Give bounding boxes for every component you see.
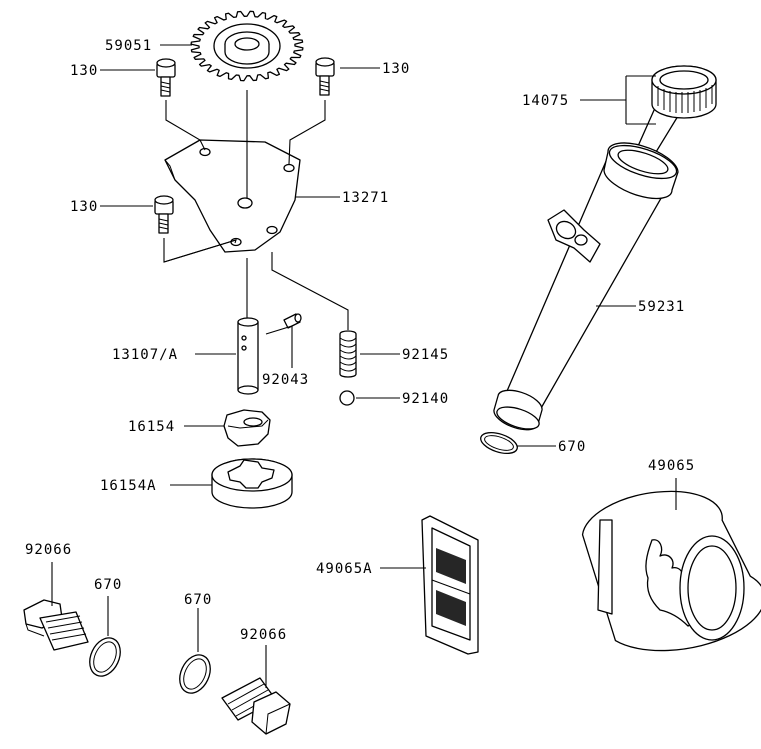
tube-oring-part bbox=[480, 431, 518, 455]
label-spring: 92145 bbox=[402, 347, 449, 363]
plate-part bbox=[164, 139, 301, 253]
leader-lines bbox=[51, 44, 677, 688]
oil-filter-part bbox=[581, 490, 761, 652]
oring-left-part bbox=[89, 637, 121, 677]
gear-part bbox=[190, 10, 304, 82]
label-tube-oring: 670 bbox=[558, 439, 586, 455]
ball-part bbox=[339, 390, 355, 406]
label-tube: 59231 bbox=[638, 299, 685, 315]
label-oring-mid: 670 bbox=[184, 592, 212, 608]
label-plug-mid: 92066 bbox=[240, 627, 287, 643]
label-screen: 49065A bbox=[316, 561, 373, 577]
label-ball: 92140 bbox=[402, 391, 449, 407]
label-shaft: 13107/A bbox=[112, 347, 178, 363]
label-filter: 49065 bbox=[648, 458, 695, 474]
label-rotor-inner: 16154 bbox=[128, 419, 175, 435]
label-rotor-outer: 16154A bbox=[100, 478, 157, 494]
shaft-part bbox=[237, 317, 259, 395]
label-plate: 13271 bbox=[342, 190, 389, 206]
spring-part bbox=[339, 330, 357, 378]
plug-mid-part bbox=[221, 677, 291, 735]
pin-part bbox=[283, 313, 302, 329]
label-gear: 59051 bbox=[105, 38, 152, 54]
bolt-mid-left-part bbox=[154, 195, 174, 234]
bolt-top-right-part bbox=[315, 57, 335, 96]
label-dipstick: 14075 bbox=[522, 93, 569, 109]
part-labels: 59051 130 130 13271 130 13107/A 92043 92… bbox=[25, 38, 695, 643]
plug-left-part bbox=[23, 599, 89, 651]
tube-part bbox=[493, 142, 679, 431]
label-bolt-top-left: 130 bbox=[70, 63, 98, 79]
label-plug-left: 92066 bbox=[25, 542, 72, 558]
screen-part bbox=[421, 515, 479, 655]
label-bolt-top-right: 130 bbox=[382, 61, 410, 77]
oring-mid-part bbox=[179, 654, 211, 694]
label-bolt-mid-left: 130 bbox=[70, 199, 98, 215]
outer-rotor-part bbox=[211, 458, 293, 509]
label-oring-left: 670 bbox=[94, 577, 122, 593]
inner-rotor-part bbox=[223, 409, 271, 447]
label-pin: 92043 bbox=[262, 372, 309, 388]
bolt-top-left-part bbox=[156, 58, 176, 97]
